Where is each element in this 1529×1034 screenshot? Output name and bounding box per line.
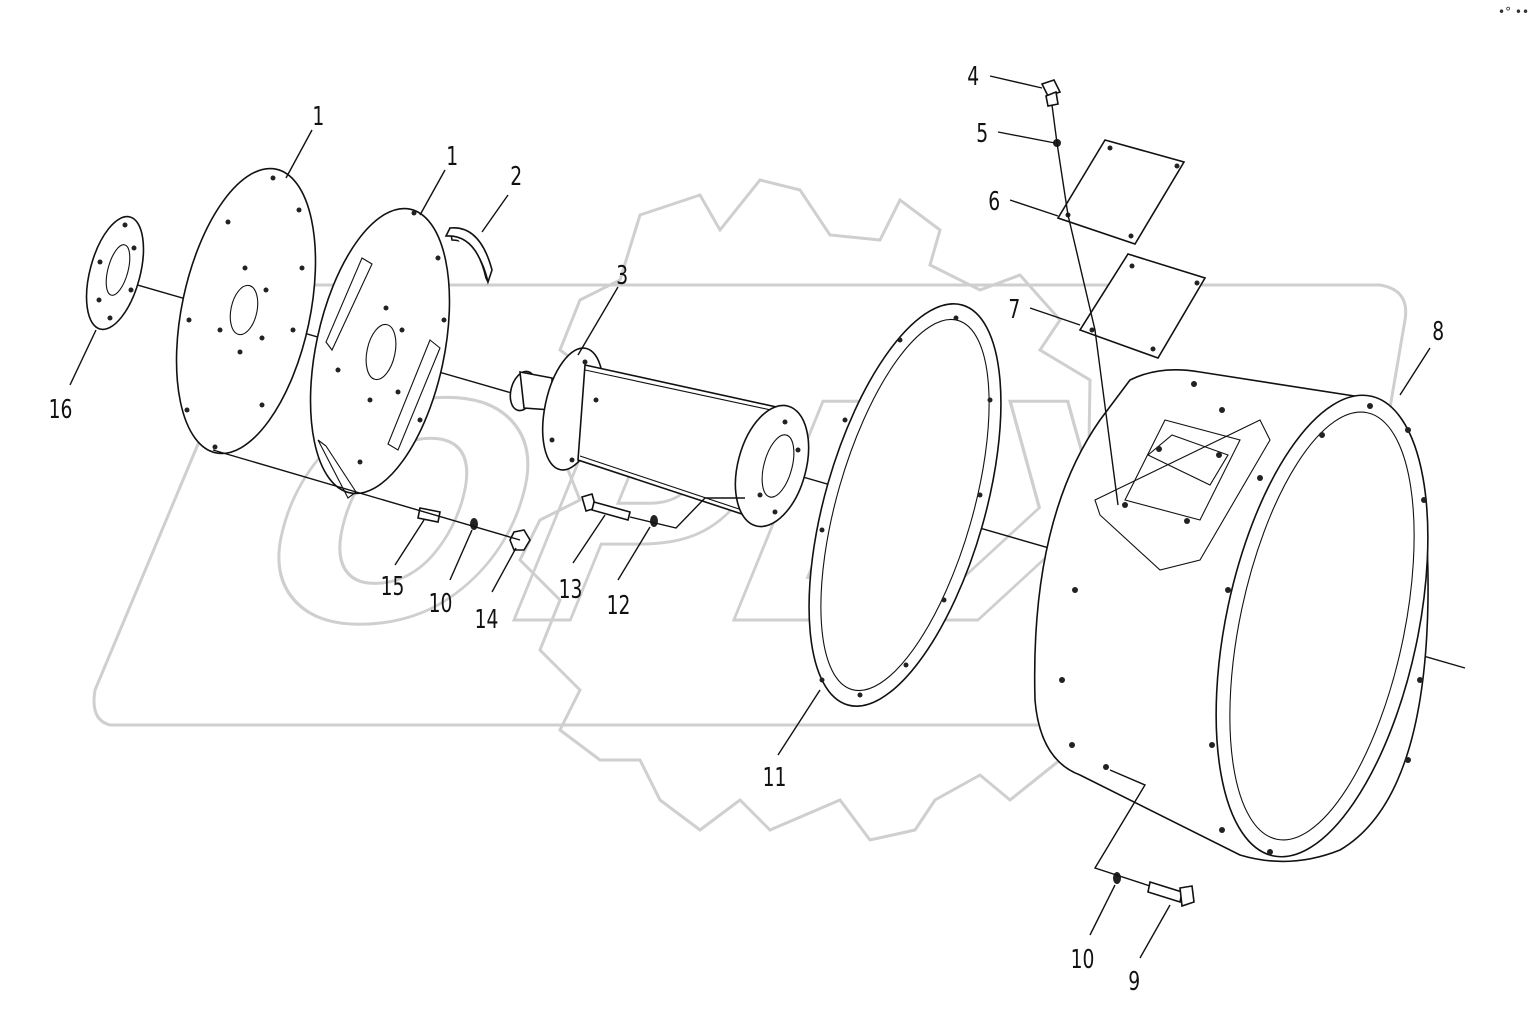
part-1-flex-plate-outer xyxy=(175,167,317,455)
part-6-cover-plate xyxy=(1056,139,1186,245)
housing-bolt-line xyxy=(1093,769,1151,887)
callout-13: 13 xyxy=(559,575,583,605)
callout-12: 12 xyxy=(607,591,631,621)
part-13-bolt xyxy=(581,493,631,521)
part-12-washer xyxy=(650,515,658,527)
part-11-gasket-ring xyxy=(808,303,1002,707)
callout-labels: 1 1 2 3 4 5 6 7 8 9 10 10 11 12 13 14 15… xyxy=(49,62,1445,997)
callout-1-inner: 1 xyxy=(446,142,458,172)
part-8-bell-housing xyxy=(1033,368,1429,863)
part-16-flange-ring xyxy=(85,215,145,331)
part-7-gasket-plate xyxy=(1078,253,1207,359)
part-3-shaft-coupling xyxy=(509,347,810,528)
callout-6: 6 xyxy=(988,187,1000,217)
watermark-gear xyxy=(518,178,1092,842)
callout-11: 11 xyxy=(763,763,787,793)
callout-16: 16 xyxy=(49,395,73,425)
callout-4: 4 xyxy=(967,62,979,92)
part-1-flex-plate-inner xyxy=(309,207,451,499)
part-2-curved-segment xyxy=(444,227,493,285)
shaft-bolt-line xyxy=(629,497,745,529)
callout-8: 8 xyxy=(1432,317,1444,347)
part-4-bolt xyxy=(1040,79,1062,107)
part-10-washer xyxy=(470,518,478,530)
callout-3: 3 xyxy=(616,261,628,291)
callout-10-upper: 10 xyxy=(429,589,453,619)
callout-14: 14 xyxy=(475,605,499,635)
callout-9: 9 xyxy=(1128,967,1140,997)
callout-10-lower: 10 xyxy=(1071,945,1095,975)
leader-lines xyxy=(69,75,1431,959)
callout-15: 15 xyxy=(381,572,405,602)
corner-mark: •° ••• xyxy=(1498,5,1529,19)
callout-5: 5 xyxy=(976,119,988,149)
part-9-bolt xyxy=(1147,880,1195,908)
callout-1-outer: 1 xyxy=(312,102,324,132)
callout-2: 2 xyxy=(510,162,522,192)
cover-assembly-line xyxy=(1051,104,1119,506)
plate-stud-line xyxy=(212,449,521,541)
callout-7: 7 xyxy=(1008,295,1020,325)
